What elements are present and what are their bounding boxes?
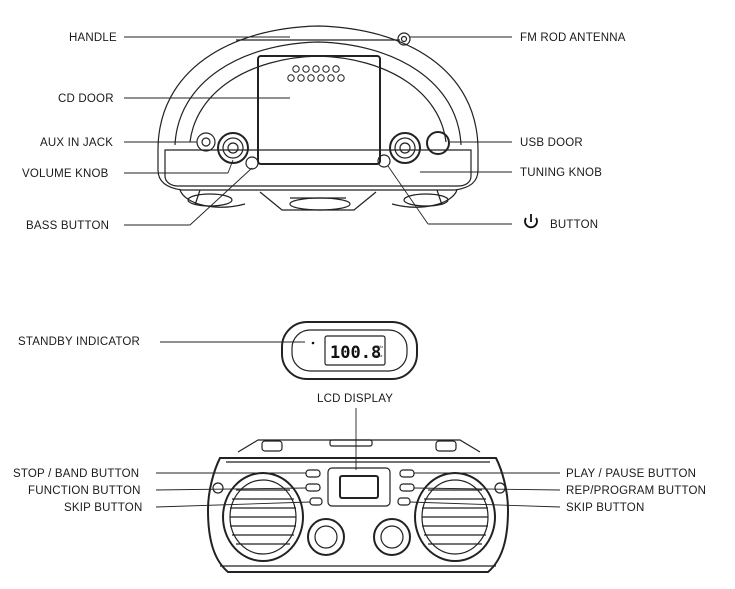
label-volume-knob: VOLUME KNOB bbox=[22, 168, 109, 180]
lcd-unit-mhz: MHz bbox=[375, 344, 383, 349]
antenna-shape bbox=[397, 32, 411, 46]
tuning-knob-shape bbox=[389, 132, 421, 164]
label-tuning-knob: TUNING KNOB bbox=[520, 167, 602, 179]
label-skip-button-right: SKIP BUTTON bbox=[566, 502, 644, 514]
function-button-shape bbox=[305, 483, 321, 492]
rep-program-button-shape bbox=[399, 483, 415, 492]
lcd-unit-khz: KHz bbox=[375, 353, 383, 358]
front-left-port bbox=[307, 518, 345, 556]
usb-door-shape bbox=[426, 131, 450, 155]
skip-right-button-shape bbox=[397, 497, 411, 506]
cd-door-vent-dots bbox=[287, 65, 345, 82]
label-rep-program-button: REP/PROGRAM BUTTON bbox=[566, 485, 706, 497]
label-skip-button-left: SKIP BUTTON bbox=[64, 502, 142, 514]
lcd-screen-shape bbox=[324, 335, 386, 366]
front-right-port bbox=[373, 518, 411, 556]
power-button-shape bbox=[377, 154, 391, 168]
label-bass-button: BASS BUTTON bbox=[26, 220, 109, 232]
label-stop-band-button: STOP / BAND BUTTON bbox=[13, 468, 139, 480]
label-lcd-display: LCD DISPLAY bbox=[317, 393, 393, 405]
label-power-button: BUTTON bbox=[550, 219, 598, 231]
standby-indicator-dot bbox=[311, 341, 315, 345]
cd-door-shape bbox=[257, 55, 381, 165]
volume-knob-shape bbox=[217, 132, 249, 164]
label-aux-in-jack: AUX IN JACK bbox=[40, 137, 113, 149]
label-standby-indicator: STANDBY INDICATOR bbox=[18, 336, 140, 348]
top-view-leaders bbox=[124, 36, 512, 226]
front-view-illustration bbox=[206, 439, 510, 573]
label-play-pause-button: PLAY / PAUSE BUTTON bbox=[566, 468, 696, 480]
front-left-knob bbox=[261, 440, 283, 452]
front-right-knob bbox=[435, 440, 457, 452]
label-cd-door: CD DOOR bbox=[58, 93, 114, 105]
front-right-speaker bbox=[414, 472, 496, 562]
skip-left-button-shape bbox=[309, 497, 323, 506]
lcd-readout: 100.8 bbox=[330, 343, 381, 363]
power-icon bbox=[524, 214, 538, 229]
front-lcd-window bbox=[339, 475, 379, 499]
bass-button-shape bbox=[245, 156, 259, 170]
stop-band-button-shape bbox=[305, 469, 321, 478]
label-fm-rod-antenna: FM ROD ANTENNA bbox=[520, 32, 626, 44]
label-usb-door: USB DOOR bbox=[520, 137, 583, 149]
label-handle: HANDLE bbox=[69, 32, 117, 44]
display-closeup: 100.8 MHz KHz bbox=[281, 321, 418, 380]
top-view-illustration bbox=[157, 25, 479, 211]
top-view-bottom-grills bbox=[179, 189, 458, 211]
label-function-button: FUNCTION BUTTON bbox=[28, 485, 141, 497]
front-left-speaker bbox=[222, 472, 304, 562]
aux-jack-shape bbox=[196, 132, 216, 152]
play-pause-button-shape bbox=[399, 469, 415, 478]
front-view-leaders bbox=[155, 472, 561, 508]
